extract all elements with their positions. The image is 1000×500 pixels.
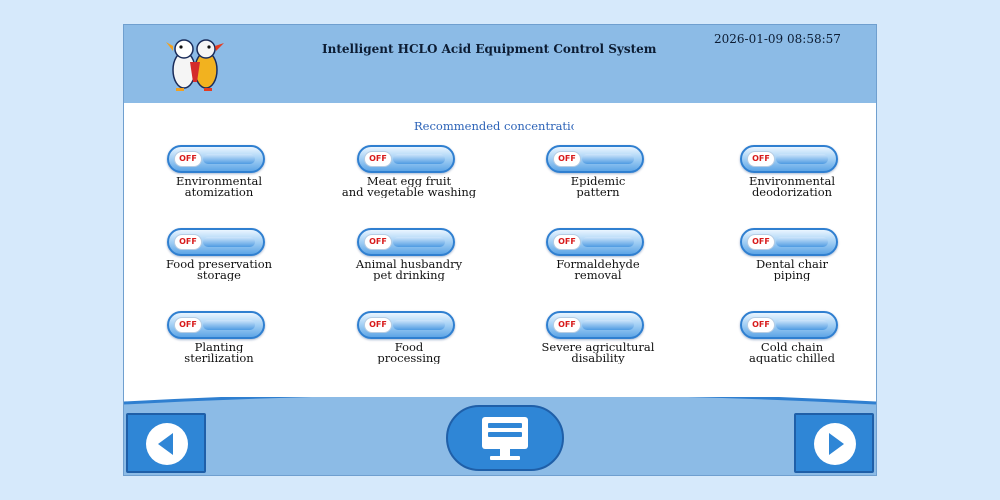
toggle-track <box>582 320 634 330</box>
mode-toggle[interactable]: OFF <box>357 311 455 339</box>
mode-label-line1: Animal husbandry <box>355 259 463 270</box>
mode-label-line2: disability <box>571 353 625 364</box>
toggle-track <box>776 237 828 247</box>
toggle-track <box>203 237 255 247</box>
mode-label-line1: Epidemic <box>570 176 626 187</box>
mode-label-line2: and vegetable washing <box>341 187 477 198</box>
toggle-track <box>393 154 445 164</box>
mode-toggle[interactable]: OFF <box>546 145 644 173</box>
toggle-track <box>582 237 634 247</box>
mode-label-line2: removal <box>574 270 622 281</box>
mode-label-line1: Meat egg fruit <box>366 176 452 187</box>
right-arrow-icon <box>814 423 856 465</box>
mode-label-line2: aquatic chilled <box>749 353 835 364</box>
mode-toggle[interactable]: OFF <box>167 145 265 173</box>
mode-label-line1: Environmental <box>175 176 263 187</box>
mode-label-line1: Dental chair <box>755 259 829 270</box>
section-label: Recommended concentration <box>414 119 574 133</box>
mode-label-line2: piping <box>773 270 811 281</box>
mode-toggle[interactable]: OFF <box>357 228 455 256</box>
toggle-state-label: OFF <box>747 234 775 250</box>
toggle-state-label: OFF <box>364 234 392 250</box>
control-panel: Intelligent HCLO Acid Equipment Control … <box>123 24 877 476</box>
toggle-track <box>582 154 634 164</box>
header-bar: Intelligent HCLO Acid Equipment Control … <box>124 25 876 103</box>
mode-toggle[interactable]: OFF <box>546 311 644 339</box>
toggle-state-label: OFF <box>747 317 775 333</box>
mode-toggle[interactable]: OFF <box>740 145 838 173</box>
mode-toggle[interactable]: OFF <box>740 228 838 256</box>
toggle-track <box>203 154 255 164</box>
mode-toggle[interactable]: OFF <box>167 228 265 256</box>
mode-label-line2: pattern <box>576 187 620 198</box>
mode-label-line2: sterilization <box>184 353 254 364</box>
toggle-state-label: OFF <box>174 234 202 250</box>
toggle-state-label: OFF <box>364 317 392 333</box>
mode-label-line1: Cold chain <box>760 342 824 353</box>
toggle-track <box>776 154 828 164</box>
mode-toggle[interactable]: OFF <box>740 311 838 339</box>
toggle-state-label: OFF <box>747 151 775 167</box>
mode-label-line2: pet drinking <box>373 270 445 281</box>
next-button[interactable] <box>794 413 874 473</box>
toggle-state-label: OFF <box>174 317 202 333</box>
mode-label-line2: atomization <box>184 187 254 198</box>
mode-toggle[interactable]: OFF <box>167 311 265 339</box>
toggle-state-label: OFF <box>553 317 581 333</box>
left-arrow-icon <box>146 423 188 465</box>
monitor-icon <box>482 417 528 460</box>
mode-label-line1: Severe agricultural <box>541 342 655 353</box>
toggle-state-label: OFF <box>553 234 581 250</box>
mode-label-line2: deodorization <box>751 187 833 198</box>
mode-toggle[interactable]: OFF <box>546 228 644 256</box>
mode-label-line1: Food preservation <box>165 259 273 270</box>
toggle-state-label: OFF <box>553 151 581 167</box>
mode-label-line2: processing <box>377 353 441 364</box>
toggle-state-label: OFF <box>174 151 202 167</box>
datetime-display: 2026-01-09 08:58:57 <box>714 32 841 46</box>
toggle-state-label: OFF <box>364 151 392 167</box>
toggle-track <box>203 320 255 330</box>
toggle-track <box>776 320 828 330</box>
mode-label-line1: Planting <box>194 342 244 353</box>
mode-label-line1: Food <box>394 342 424 353</box>
duck-mascot-logo <box>166 39 224 91</box>
mode-label-line1: Formaldehyde <box>556 259 640 270</box>
home-button[interactable] <box>446 405 564 471</box>
footer-bar <box>124 397 876 475</box>
toggle-track <box>393 320 445 330</box>
page-title: Intelligent HCLO Acid Equipment Control … <box>322 42 657 56</box>
mode-toggle[interactable]: OFF <box>357 145 455 173</box>
toggle-track <box>393 237 445 247</box>
mode-label-line1: Environmental <box>748 176 836 187</box>
mode-label-line2: storage <box>197 270 241 281</box>
back-button[interactable] <box>126 413 206 473</box>
